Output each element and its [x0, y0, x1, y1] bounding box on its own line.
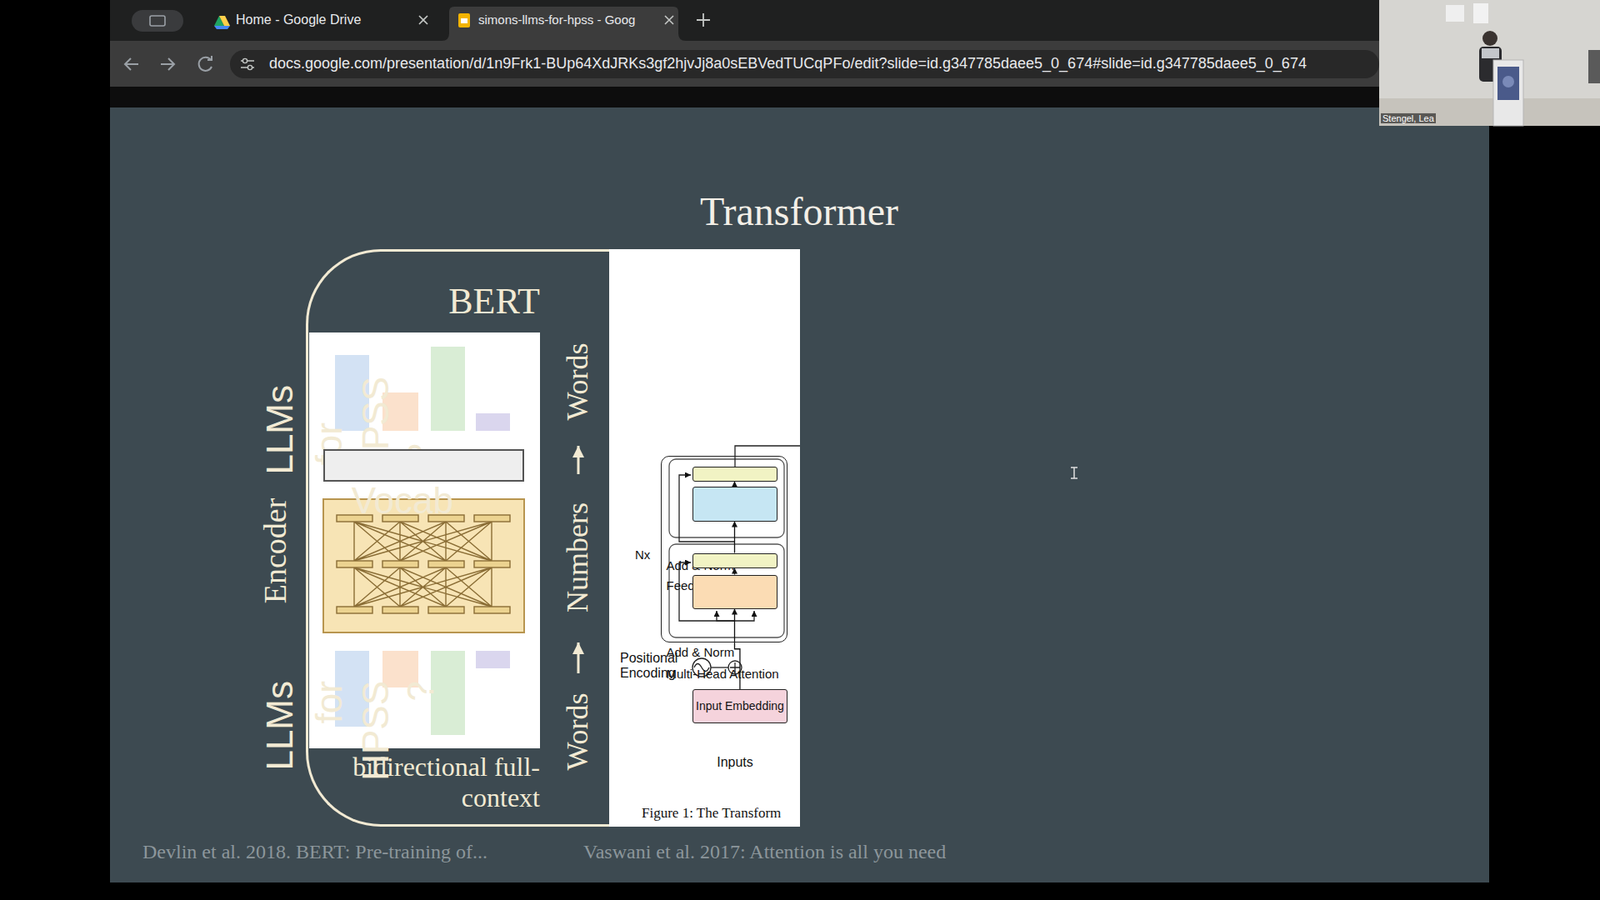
- figure-label: Inputs: [716, 755, 754, 770]
- node-label: for: [309, 680, 350, 724]
- slide-title: Transformer: [700, 188, 899, 235]
- browser-chrome: [150, 15, 165, 26]
- node-label: LLMs: [260, 385, 300, 475]
- vocab-box: Vocab: [323, 449, 525, 482]
- citation: Vaswani et al. 2017: Attention is all yo…: [583, 840, 946, 863]
- node-label: Multi-Head Attention: [666, 667, 780, 682]
- transformer-illustration: [716, 610, 735, 621]
- webcam-thumbnail: [1588, 50, 1600, 84]
- browser-chrome: [214, 25, 230, 30]
- transformer-illustration: [669, 459, 785, 538]
- neural-net-picture: [474, 606, 510, 614]
- speaker-name: Stengel, Lea: [1380, 113, 1436, 124]
- feed-forward-box: Feed Forward: [692, 486, 778, 522]
- token-box: ?: [475, 650, 510, 669]
- strip-arrow: [577, 642, 580, 674]
- neural-net-picture: [428, 560, 465, 568]
- transformer-illustration: [735, 610, 755, 621]
- node-label: Nx: [635, 548, 650, 563]
- neural-net-picture: [354, 521, 492, 607]
- flow-label: Words: [561, 692, 595, 770]
- node-caption: bidirectional full-context: [315, 751, 540, 814]
- browser-chrome: [696, 13, 710, 27]
- webcam-thumbnail: [1445, 5, 1465, 22]
- browser-chrome: [419, 15, 428, 25]
- browser-chrome: [247, 65, 252, 70]
- neural-net-picture: [474, 515, 510, 522]
- browser-chrome: [460, 18, 468, 24]
- side-label: Encoder: [258, 498, 294, 605]
- neural-net-picture: [382, 560, 419, 568]
- browser-chrome: [131, 10, 184, 32]
- webcam-thumbnail: [1493, 60, 1524, 126]
- flow-arrow: [734, 521, 735, 554]
- token-box: HPSS: [430, 346, 465, 431]
- browser-chrome: [458, 13, 470, 28]
- browser-chrome: [441, 6, 686, 41]
- neural-net-picture: [382, 606, 419, 614]
- browser-chrome: [110, 0, 1380, 87]
- norm-box: Add & Norm: [692, 553, 778, 569]
- attention-box: Multi-Head Attention: [692, 575, 778, 610]
- node-label: HPSS: [355, 680, 396, 781]
- figure-caption: Figure 1: The Transform: [641, 805, 781, 822]
- node-label: ?: [400, 680, 441, 701]
- webcam-thumbnail: [1482, 30, 1498, 46]
- browser-chrome: [125, 58, 139, 70]
- flow-arrow: [734, 481, 735, 487]
- browser-chrome: [160, 58, 175, 70]
- neural-net-picture: [336, 560, 373, 568]
- norm-box: Add & Norm: [692, 466, 778, 482]
- layer-stack: NxAdd & NormFeed ForwardAdd & NormMulti-…: [660, 455, 788, 643]
- token-box: ?: [475, 413, 510, 431]
- browser-chrome: [110, 40, 1380, 87]
- webcam-thumbnail: [1379, 0, 1600, 126]
- editor-strip: [110, 86, 1490, 108]
- browser-chrome: [230, 50, 1380, 79]
- strip-arrow: [577, 445, 580, 475]
- node-label: Input Embedding: [695, 700, 785, 713]
- webcam-thumbnail: [1502, 75, 1515, 88]
- tab-title: Home - Google Drive: [235, 12, 361, 28]
- citation: Devlin et al. 2018. BERT: Pre-training o…: [142, 840, 488, 863]
- webcam-thumbnail: [1473, 3, 1489, 24]
- node-label: LLMs: [260, 680, 300, 771]
- neural-net-picture: [428, 606, 465, 614]
- webcam-thumbnail: [1481, 48, 1500, 59]
- flow-label: Words: [561, 342, 595, 420]
- browser-chrome: [207, 55, 212, 60]
- webcam-thumbnail: [1379, 98, 1600, 126]
- webcam-thumbnail: [1379, 0, 1600, 126]
- url-text: docs.google.com/presentation/d/1n9Frk1-B…: [269, 55, 1307, 73]
- bert-white-area: [309, 332, 540, 749]
- tab-title: simons-llms-for-hpss - Goog: [478, 13, 635, 28]
- browser-chrome: [242, 58, 247, 63]
- flow-label: Numbers: [561, 502, 595, 613]
- embedding-box: Input Embedding: [692, 689, 788, 724]
- browser-chrome: [110, 0, 1380, 41]
- mouse-cursor: [1070, 467, 1078, 479]
- figure-panel: [609, 249, 800, 827]
- node-label: Vocab: [351, 480, 454, 521]
- neural-net-picture: [474, 560, 510, 568]
- browser-chrome: [219, 15, 230, 26]
- node-label: BERT: [448, 281, 540, 322]
- webcam-thumbnail: [1497, 66, 1520, 100]
- neural-net-picture: [336, 606, 373, 614]
- slide-background: [110, 107, 1490, 883]
- figure-label: Positional Encoding: [620, 650, 689, 680]
- browser-chrome: [665, 15, 674, 25]
- neural-net-picture: [336, 515, 510, 614]
